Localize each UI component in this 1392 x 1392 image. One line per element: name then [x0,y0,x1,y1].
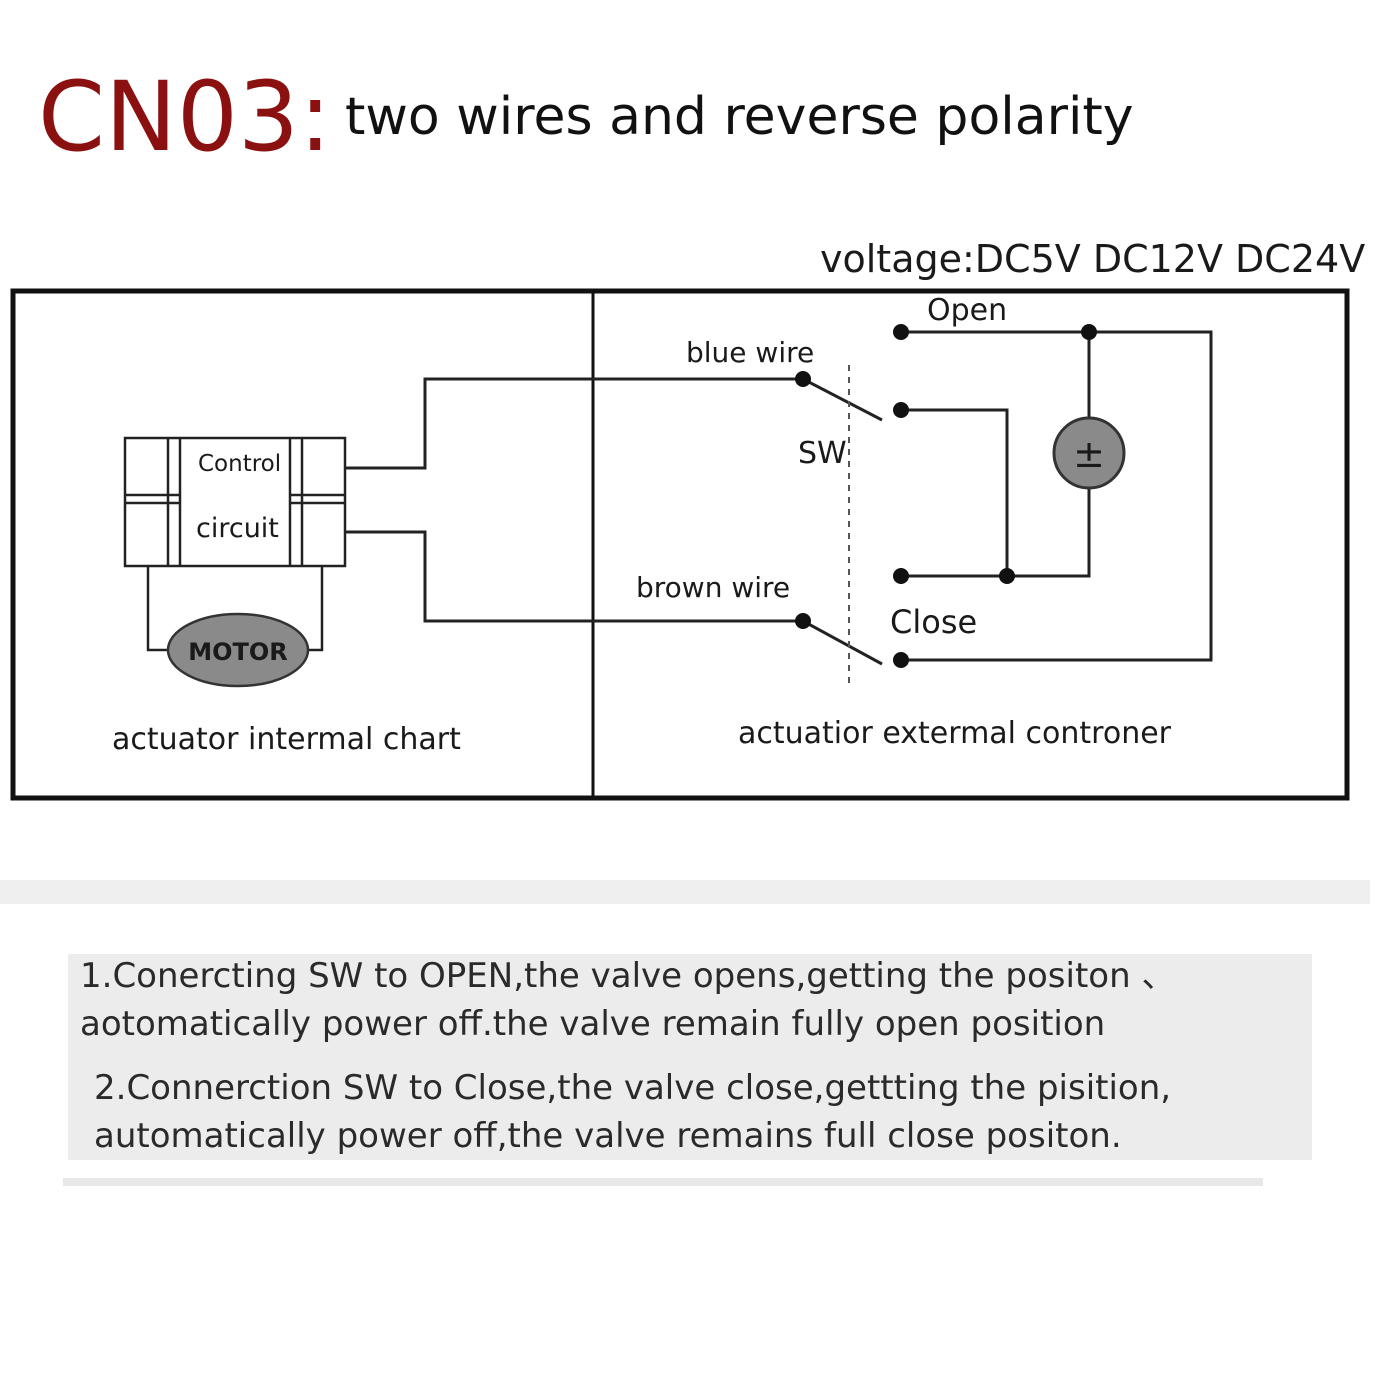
external-caption: actuatior extermal controner [738,716,1172,751]
diagram-frame [10,288,1350,801]
separator-bar [0,880,1370,904]
power-symbol: ± [1073,432,1105,476]
bottom-rule [63,1178,1263,1186]
power-circuit [901,330,1213,662]
control-label: Control [198,451,281,477]
internal-caption: actuator intermal chart [112,722,461,757]
diagram-subtitle: two wires and reverse polarity [345,87,1134,147]
note-2-line-1: 2.Connerction SW to Close,the valve clos… [94,1068,1172,1108]
brown-wire-label: brown wire [636,571,790,604]
blue-wire-label: blue wire [686,336,814,369]
note-1-line-2: aotomatically power off.the valve remain… [80,1004,1106,1044]
power-source-icon [1052,416,1126,490]
motor-shape [166,612,310,688]
switch-sw [795,365,883,688]
terminal-dots [893,324,1097,668]
close-label: Close [890,603,977,641]
instructions-panel: 1.Conercting SW to OPEN,the valve opens,… [68,954,1312,1160]
control-circuit-block [123,436,347,568]
model-code: CN03: [38,61,331,173]
note-2-line-2: automatically power off,the valve remain… [94,1116,1122,1156]
note-1-line-1: 1.Conercting SW to OPEN,the valve opens,… [80,956,1176,996]
motor-wires [146,566,324,652]
blue-wire-line [345,377,803,470]
circuit-label: circuit [196,513,279,544]
open-label: Open [927,293,1007,328]
voltage-label: voltage:DC5V DC12V DC24V [820,237,1365,281]
switch-label: SW [798,436,847,471]
brown-wire-line [345,530,803,623]
motor-label: MOTOR [188,638,288,666]
